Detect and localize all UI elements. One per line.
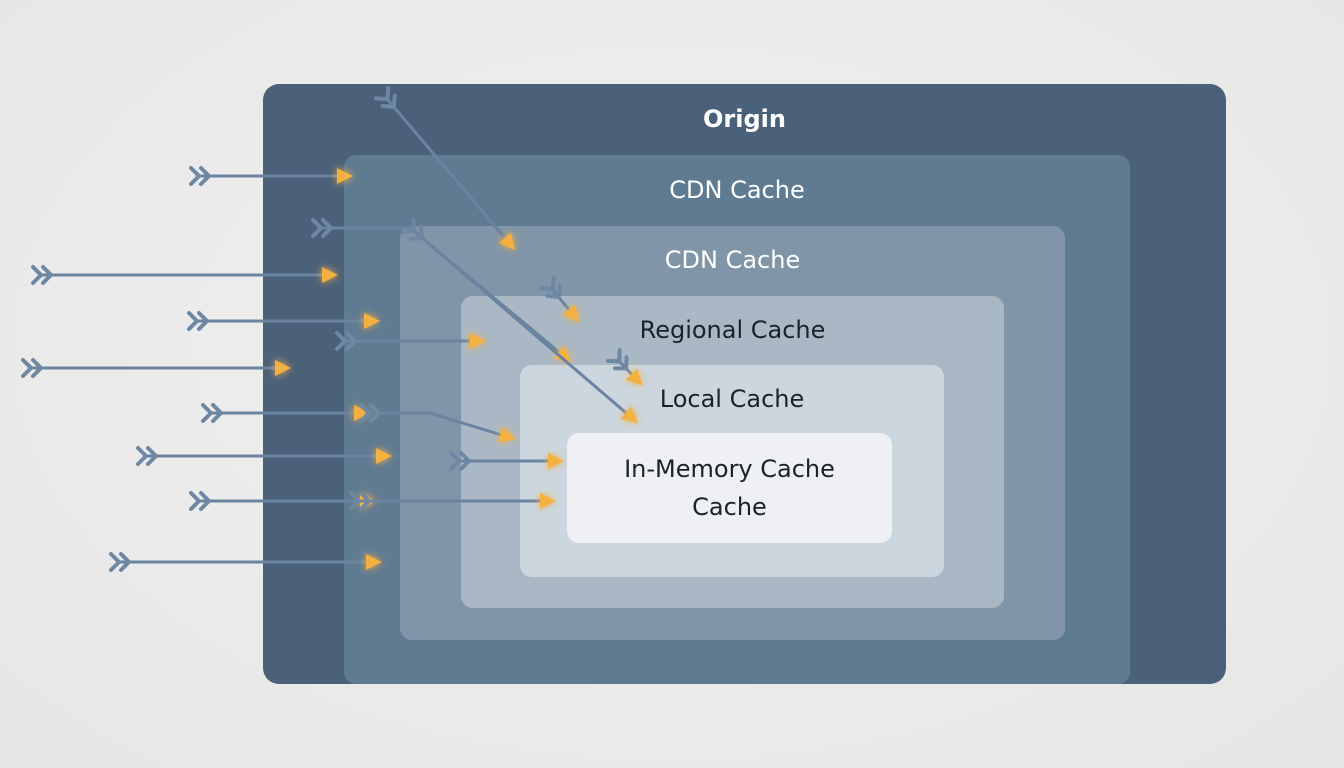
chevron-icon: [109, 552, 131, 572]
arrowhead-icon: [337, 168, 353, 184]
arrowhead-icon: [498, 427, 516, 443]
arrow-line-12: [368, 411, 510, 439]
chevron-icon: [400, 218, 424, 241]
arrowhead-icon: [625, 368, 643, 386]
chevron-icon: [189, 491, 211, 511]
chevron-icon: [187, 311, 209, 331]
local-cache-label: Local Cache: [659, 385, 805, 413]
arrowhead-icon: [322, 267, 338, 283]
arrowhead-icon: [548, 453, 564, 469]
arrowhead-icon: [620, 406, 639, 424]
chevron-icon: [201, 403, 223, 423]
arrowhead-icon: [470, 333, 486, 349]
chevron-icon: [449, 451, 471, 471]
chevron-icon: [539, 275, 562, 300]
cdn-cache-inner-label: CDN Cache: [664, 246, 801, 274]
arrowhead-icon: [553, 345, 572, 363]
arrowhead-icon: [498, 232, 516, 251]
chevron-icon: [359, 403, 381, 423]
cdn-cache-outer-label: CDN Cache: [669, 176, 805, 204]
chevron-icon: [374, 85, 397, 109]
chevron-icon: [606, 347, 629, 371]
chevron-icon: [136, 446, 158, 466]
chevron-icon: [349, 491, 371, 511]
in-memory-cache-layer: In-Memory Cache Cache: [567, 433, 892, 543]
chevron-icon: [21, 358, 43, 378]
arrowhead-icon: [540, 493, 556, 509]
arrowhead-icon: [364, 313, 380, 329]
arrowhead-icon: [366, 554, 382, 570]
chevron-icon: [31, 265, 53, 285]
chevron-icon: [311, 218, 333, 238]
origin-label: Origin: [703, 105, 786, 133]
arrowhead-icon: [275, 360, 291, 376]
regional-cache-label: Regional Cache: [639, 316, 826, 344]
arrow-line-14: [320, 226, 567, 359]
arrowhead-icon: [376, 448, 392, 464]
in-memory-cache-label: In-Memory Cache: [624, 455, 835, 483]
chevron-icon: [189, 166, 211, 186]
in-memory-cache-label-line2: Cache: [692, 493, 767, 521]
arrowhead-icon: [562, 304, 580, 323]
chevron-icon: [335, 331, 357, 351]
arrow-line-15: [413, 230, 634, 420]
arrowhead-icon: [354, 405, 370, 421]
arrow-line-13: [386, 98, 512, 246]
